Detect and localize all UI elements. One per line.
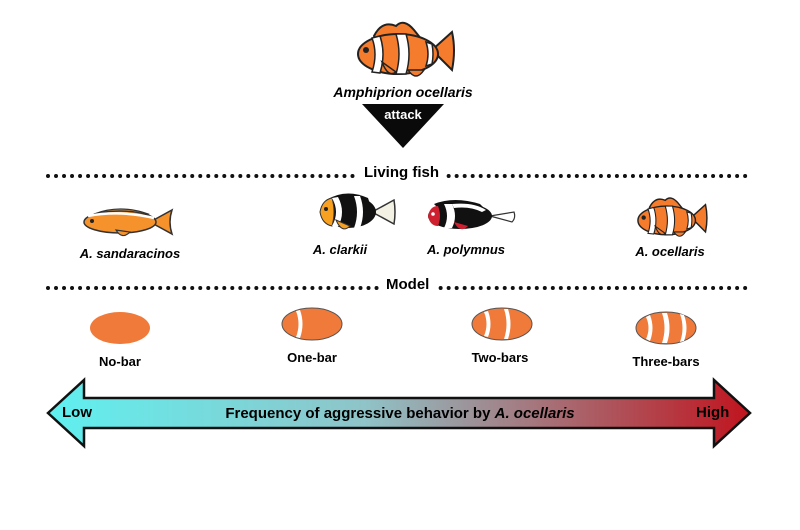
ocellaris-fish-icon <box>628 196 714 242</box>
living-fish-label: A. sandaracinos <box>79 246 181 261</box>
living-fish-label: A. polymnus <box>426 242 505 257</box>
attacker-species-label: Amphiprion ocellaris <box>333 84 473 100</box>
model-label: Three-bars <box>632 354 700 369</box>
arrow-caption-species: A. ocellaris <box>494 405 575 422</box>
living-fish-label: A. ocellaris <box>635 244 705 259</box>
attack-label: attack <box>384 107 422 122</box>
arrow-caption: Frequency of aggressive behavior by A. o… <box>120 405 680 422</box>
attacker-fish-icon <box>352 20 456 84</box>
living-fish-label: A. clarkii <box>312 242 368 257</box>
model-section-label: Model <box>380 276 436 293</box>
model-one-bar-icon <box>280 306 344 342</box>
living-fish-section-label: Living fish <box>358 164 445 181</box>
clarkii-fish-icon <box>316 190 396 234</box>
attack-arrow: attack <box>362 104 444 148</box>
arrow-caption-text: Frequency of aggressive behavior by <box>225 405 495 422</box>
model-label: No-bar <box>99 354 141 369</box>
polymnus-fish-icon <box>424 198 516 234</box>
arrow-low-label: Low <box>62 404 92 421</box>
model-label: One-bar <box>287 350 337 365</box>
model-two-bars-icon <box>470 306 534 342</box>
sandaracinos-fish-icon <box>80 202 174 242</box>
model-three-bars-icon <box>634 310 698 346</box>
model-no-bar-icon <box>88 310 152 346</box>
model-label: Two-bars <box>471 350 529 365</box>
aggression-gradient-arrow <box>46 377 752 449</box>
arrow-high-label: High <box>696 404 730 421</box>
